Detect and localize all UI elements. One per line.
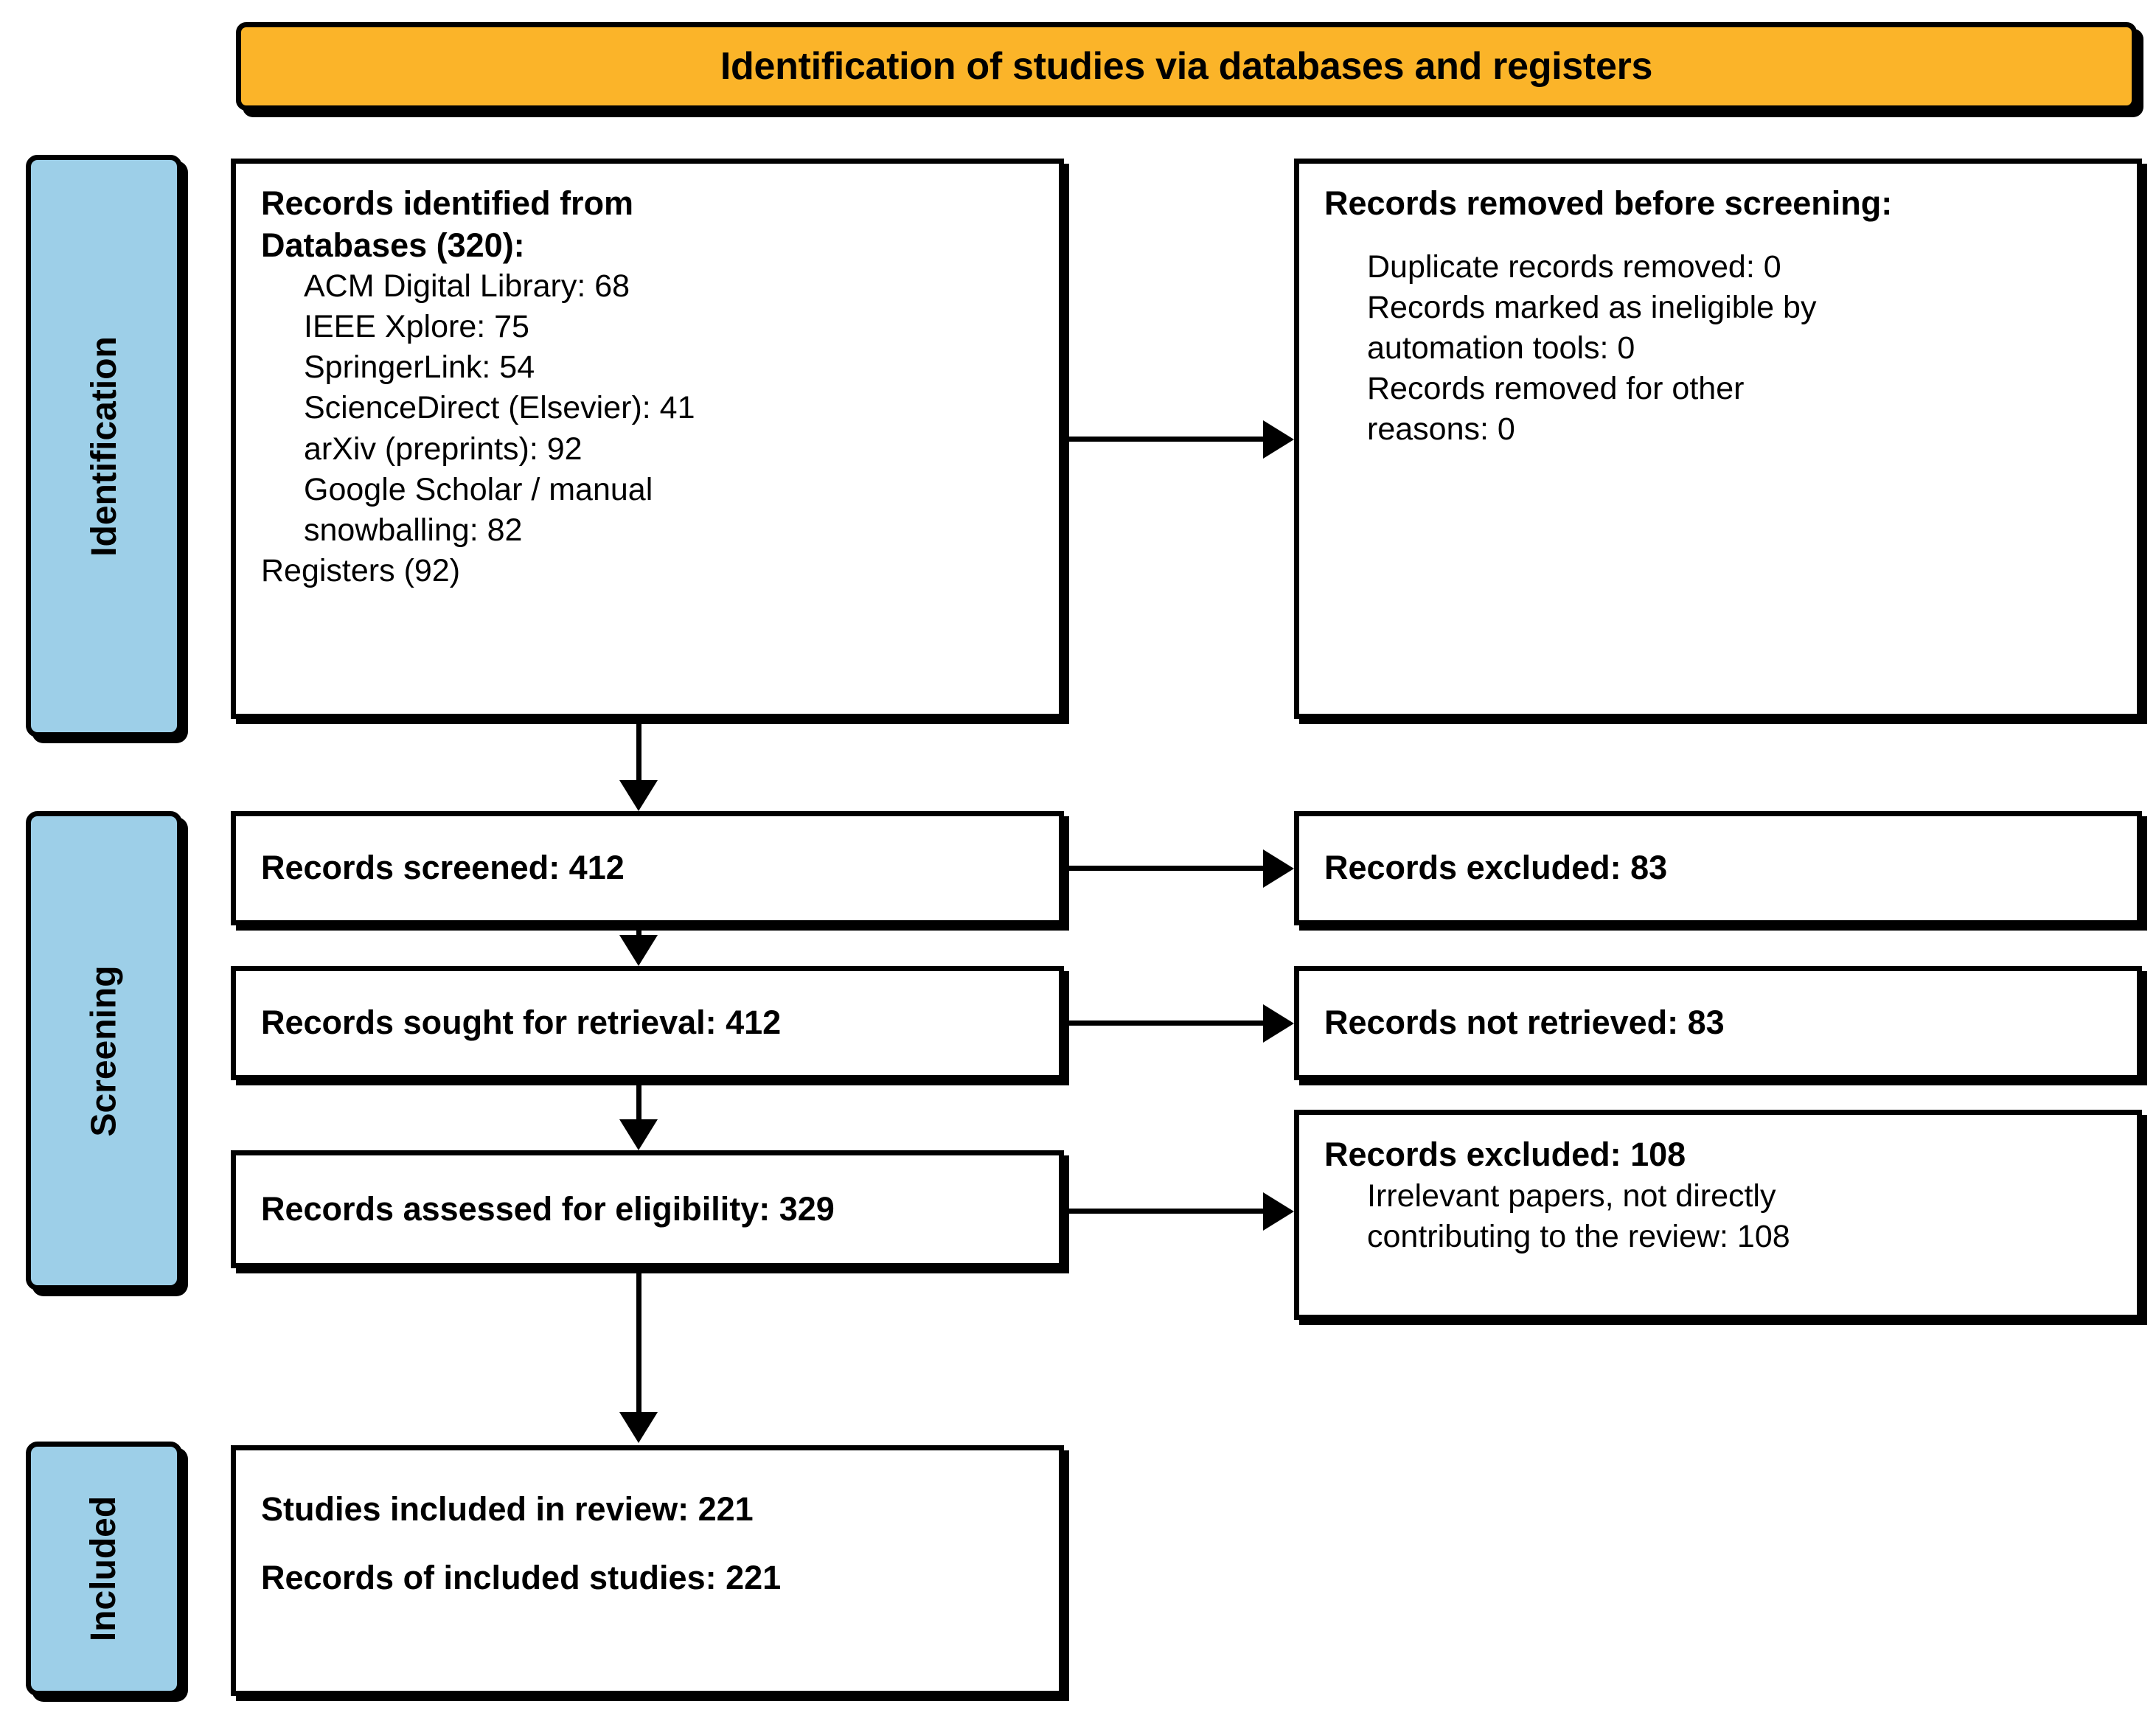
box-records-assessed-for-eligibility: Records assessed for eligibility: 329 — [231, 1150, 1064, 1268]
stage-label-identification-text: Identification — [84, 335, 124, 557]
connector-sought-to-eligibility-arrow — [619, 1119, 658, 1150]
registers-count: Registers (92) — [261, 552, 461, 588]
connector-eligibility-to-included-arrow — [619, 1412, 658, 1443]
box-records-removed-before-screening: Records removed before screening: Duplic… — [1294, 159, 2142, 719]
source-ieee: IEEE Xplore: 75 — [304, 309, 529, 345]
source-google-scholar-line2: snowballing: 82 — [304, 512, 523, 548]
records-eligibility-title: Records assessed for eligibility: 329 — [261, 1189, 835, 1228]
removed-other-line1: Records removed for other — [1367, 370, 1745, 406]
records-excluded-108-title: Records excluded: 108 — [1324, 1136, 1686, 1173]
stage-label-identification: Identification — [26, 155, 182, 737]
records-sought-title: Records sought for retrieval: 412 — [261, 1004, 782, 1042]
connector-identified-to-removed-line — [1064, 437, 1263, 442]
stage-label-included-text: Included — [84, 1495, 124, 1642]
source-acm: ACM Digital Library: 68 — [304, 268, 630, 305]
box-studies-included: Studies included in review: 221 Records … — [231, 1445, 1064, 1696]
stage-label-screening-text: Screening — [84, 964, 124, 1137]
records-screened-title: Records screened: 412 — [261, 849, 625, 887]
records-not-retrieved-title: Records not retrieved: 83 — [1324, 1004, 1725, 1042]
removed-ineligible-line2: automation tools: 0 — [1367, 330, 1635, 366]
box-records-excluded-83: Records excluded: 83 — [1294, 811, 2142, 925]
connector-identified-to-screened-arrow — [619, 780, 658, 811]
box-records-identified: Records identified from Databases (320):… — [231, 159, 1064, 719]
source-sciencedirect: ScienceDirect (Elsevier): 41 — [304, 390, 695, 426]
connector-screened-to-excluded-line — [1064, 866, 1263, 871]
records-removed-title: Records removed before screening: — [1324, 184, 1893, 222]
removed-ineligible-line1: Records marked as ineligible by — [1367, 289, 1817, 325]
connector-screened-to-sought-arrow — [619, 935, 658, 966]
box-records-not-retrieved: Records not retrieved: 83 — [1294, 966, 2142, 1080]
connector-sought-to-notretrieved-line — [1064, 1021, 1263, 1026]
removed-other-line2: reasons: 0 — [1367, 411, 1515, 447]
connector-screened-to-excluded-arrow — [1263, 849, 1294, 888]
connector-identified-to-screened-line — [636, 719, 641, 784]
records-excluded-108-detail-line2: contributing to the review: 108 — [1367, 1218, 1790, 1254]
connector-sought-to-notretrieved-arrow — [1263, 1004, 1294, 1043]
records-identified-title-line2: Databases (320): — [261, 226, 525, 264]
stage-label-included: Included — [26, 1442, 182, 1696]
connector-eligibility-to-excluded108-line — [1064, 1209, 1263, 1214]
connector-eligibility-to-excluded108-arrow — [1263, 1192, 1294, 1231]
stage-label-screening: Screening — [26, 811, 182, 1290]
box-records-sought-for-retrieval: Records sought for retrieval: 412 — [231, 966, 1064, 1080]
diagram-title: Identification of studies via databases … — [720, 45, 1653, 88]
records-excluded-108-detail-line1: Irrelevant papers, not directly — [1367, 1178, 1776, 1214]
records-excluded-83-title: Records excluded: 83 — [1324, 849, 1668, 887]
source-arxiv: arXiv (preprints): 92 — [304, 431, 583, 467]
studies-included-line2: Records of included studies: 221 — [261, 1558, 782, 1596]
box-records-excluded-108: Records excluded: 108 Irrelevant papers,… — [1294, 1110, 2142, 1320]
connector-identified-to-removed-arrow — [1263, 420, 1294, 459]
box-records-screened: Records screened: 412 — [231, 811, 1064, 925]
connector-screened-to-sought-line — [636, 925, 641, 939]
source-springerlink: SpringerLink: 54 — [304, 350, 535, 386]
source-google-scholar-line1: Google Scholar / manual — [304, 471, 653, 507]
removed-duplicates: Duplicate records removed: 0 — [1367, 248, 1781, 285]
connector-eligibility-to-included-line — [636, 1268, 641, 1414]
records-identified-title-line1: Records identified from — [261, 184, 634, 222]
studies-included-line1: Studies included in review: 221 — [261, 1490, 754, 1528]
diagram-header-banner: Identification of studies via databases … — [236, 22, 2137, 111]
connector-sought-to-eligibility-line — [636, 1080, 641, 1123]
